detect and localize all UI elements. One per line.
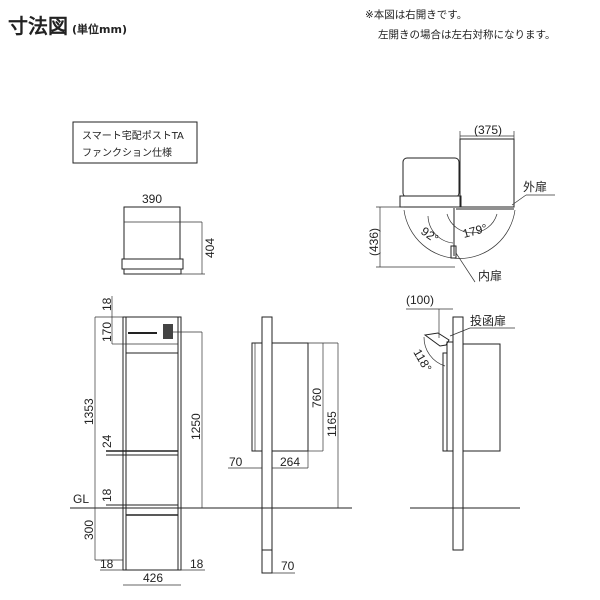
dim-1353: 1353 <box>82 398 96 425</box>
dim-24: 24 <box>100 434 114 448</box>
note-line-1: ※本図は右開きです。 <box>365 8 467 21</box>
angle-92: 92° <box>418 224 441 246</box>
inner-door-label: 内扉 <box>478 269 502 283</box>
page-title: 寸法図 <box>8 14 68 38</box>
product-label-box: スマート宅配ポストTA ファンクション仕様 <box>72 121 198 164</box>
right-side-view: (100) 投函扉 118° <box>406 293 520 551</box>
dim-18-top: 18 <box>100 297 114 311</box>
dim-18-bottom: 18 <box>100 488 114 502</box>
product-name: スマート宅配ポストTA <box>82 129 184 142</box>
dim-1250: 1250 <box>189 413 203 440</box>
control-panel-icon <box>163 324 173 339</box>
side-view: 70 264 760 1165 70 <box>220 316 352 574</box>
top-view: 390 404 <box>121 192 217 275</box>
dim-436: (436) <box>367 228 381 256</box>
dim-404: 404 <box>203 238 217 258</box>
dim-390: 390 <box>142 192 162 206</box>
unit-label: (単位mm) <box>72 22 127 36</box>
dim-100: (100) <box>406 293 434 307</box>
dim-18-right: 18 <box>190 557 204 571</box>
dim-70-door: 70 <box>229 455 243 469</box>
dim-300: 300 <box>82 520 96 540</box>
angle-179: 179° <box>461 221 489 241</box>
slot-door-label: 投函扉 <box>470 313 506 328</box>
angle-118: 118° <box>410 347 434 375</box>
plan-view: (375) (436) 外扉 内扉 179° 92° <box>367 123 555 283</box>
dim-760: 760 <box>310 388 324 408</box>
gl-label: GL <box>73 492 89 506</box>
product-variant: ファンクション仕様 <box>82 146 172 159</box>
outer-door-label: 外扉 <box>523 180 547 194</box>
dim-70-post: 70 <box>281 559 295 573</box>
dim-18-left: 18 <box>100 557 114 571</box>
dim-264: 264 <box>280 455 300 469</box>
dim-426: 426 <box>143 571 163 585</box>
dim-170: 170 <box>100 322 114 342</box>
front-view: 18 170 1353 24 18 GL 300 18 18 426 1250 <box>70 296 220 586</box>
dim-1165: 1165 <box>325 411 339 437</box>
note-line-2: 左開きの場合は左右対称になります。 <box>378 28 555 41</box>
dim-375: (375) <box>474 123 502 137</box>
